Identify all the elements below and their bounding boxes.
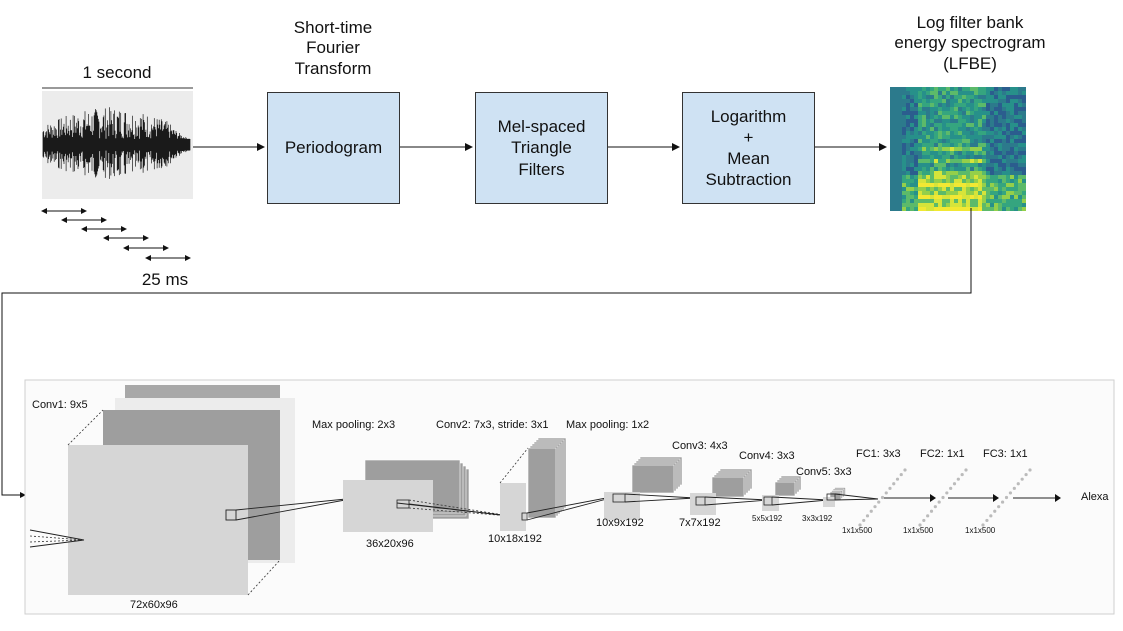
lfbe-line1: Log filter bank — [916, 13, 1024, 32]
dim-pool2: 10x9x192 — [596, 517, 644, 529]
maxpool2-label: Max pooling: 1x2 — [566, 419, 650, 431]
log-line4: Subtraction — [705, 170, 792, 190]
duration-label: 1 second — [82, 63, 152, 82]
window-label: 25 ms — [141, 270, 189, 289]
fc1-label: FC1: 3x3 — [856, 448, 901, 460]
route-to-network — [1, 208, 972, 498]
window-arrows — [41, 208, 191, 261]
dim-conv2: 10x18x192 — [488, 533, 542, 545]
mel-line3: Filters — [518, 159, 565, 179]
stft-line1: Short-time — [293, 18, 373, 37]
periodogram-label: Periodogram — [284, 138, 383, 158]
dim-fc3: 1x1x500 — [965, 526, 996, 535]
log-line3: Mean — [727, 149, 770, 168]
dim-conv5: 3x3x192 — [802, 514, 833, 523]
lfbe-title: Log filter bank energy spectrogram (LFBE… — [880, 13, 1060, 74]
dim-fc2: 1x1x500 — [903, 526, 934, 535]
conv5-label: Conv5: 3x3 — [796, 466, 852, 478]
waveform — [42, 107, 191, 179]
mel-filters-block: Mel-spaced Triangle Filters — [475, 92, 608, 204]
stft-line2: Fourier — [306, 38, 360, 58]
maxpool1-label: Max pooling: 2x3 — [312, 419, 396, 431]
mel-line1: Mel-spaced — [497, 117, 586, 137]
stft-title: Short-time Fourier Transform — [263, 18, 403, 79]
log-line2: + — [743, 127, 754, 147]
lfbe-spectrogram — [890, 87, 1026, 211]
dim-fc1: 1x1x500 — [842, 526, 873, 535]
dim-pool1: 36x20x96 — [366, 538, 414, 550]
conv4-label: Conv4: 3x3 — [739, 450, 795, 462]
fc2-label: FC2: 1x1 — [920, 448, 965, 460]
dim-conv4: 5x5x192 — [752, 514, 783, 523]
periodogram-block: Periodogram — [267, 92, 400, 204]
lfbe-line3: (LFBE) — [943, 53, 997, 73]
stft-line3: Transform — [294, 58, 372, 78]
dim-conv3: 7x7x192 — [679, 517, 721, 529]
mel-line2: Triangle — [511, 138, 572, 158]
fc3-label: FC3: 1x1 — [983, 448, 1028, 460]
conv1-label: Conv1: 9x5 — [32, 399, 88, 411]
log-line1: Logarithm — [710, 106, 787, 126]
dim-conv1: 72x60x96 — [130, 599, 178, 611]
output-label: Alexa — [1081, 491, 1109, 503]
conv2-label: Conv2: 7x3, stride: 3x1 — [436, 419, 549, 431]
log-mean-block: Logarithm + Mean Subtraction — [682, 92, 815, 204]
cnn-architecture — [29, 385, 1061, 596]
lfbe-line2: energy spectrogram — [894, 33, 1046, 53]
conv3-label: Conv3: 4x3 — [672, 440, 728, 452]
